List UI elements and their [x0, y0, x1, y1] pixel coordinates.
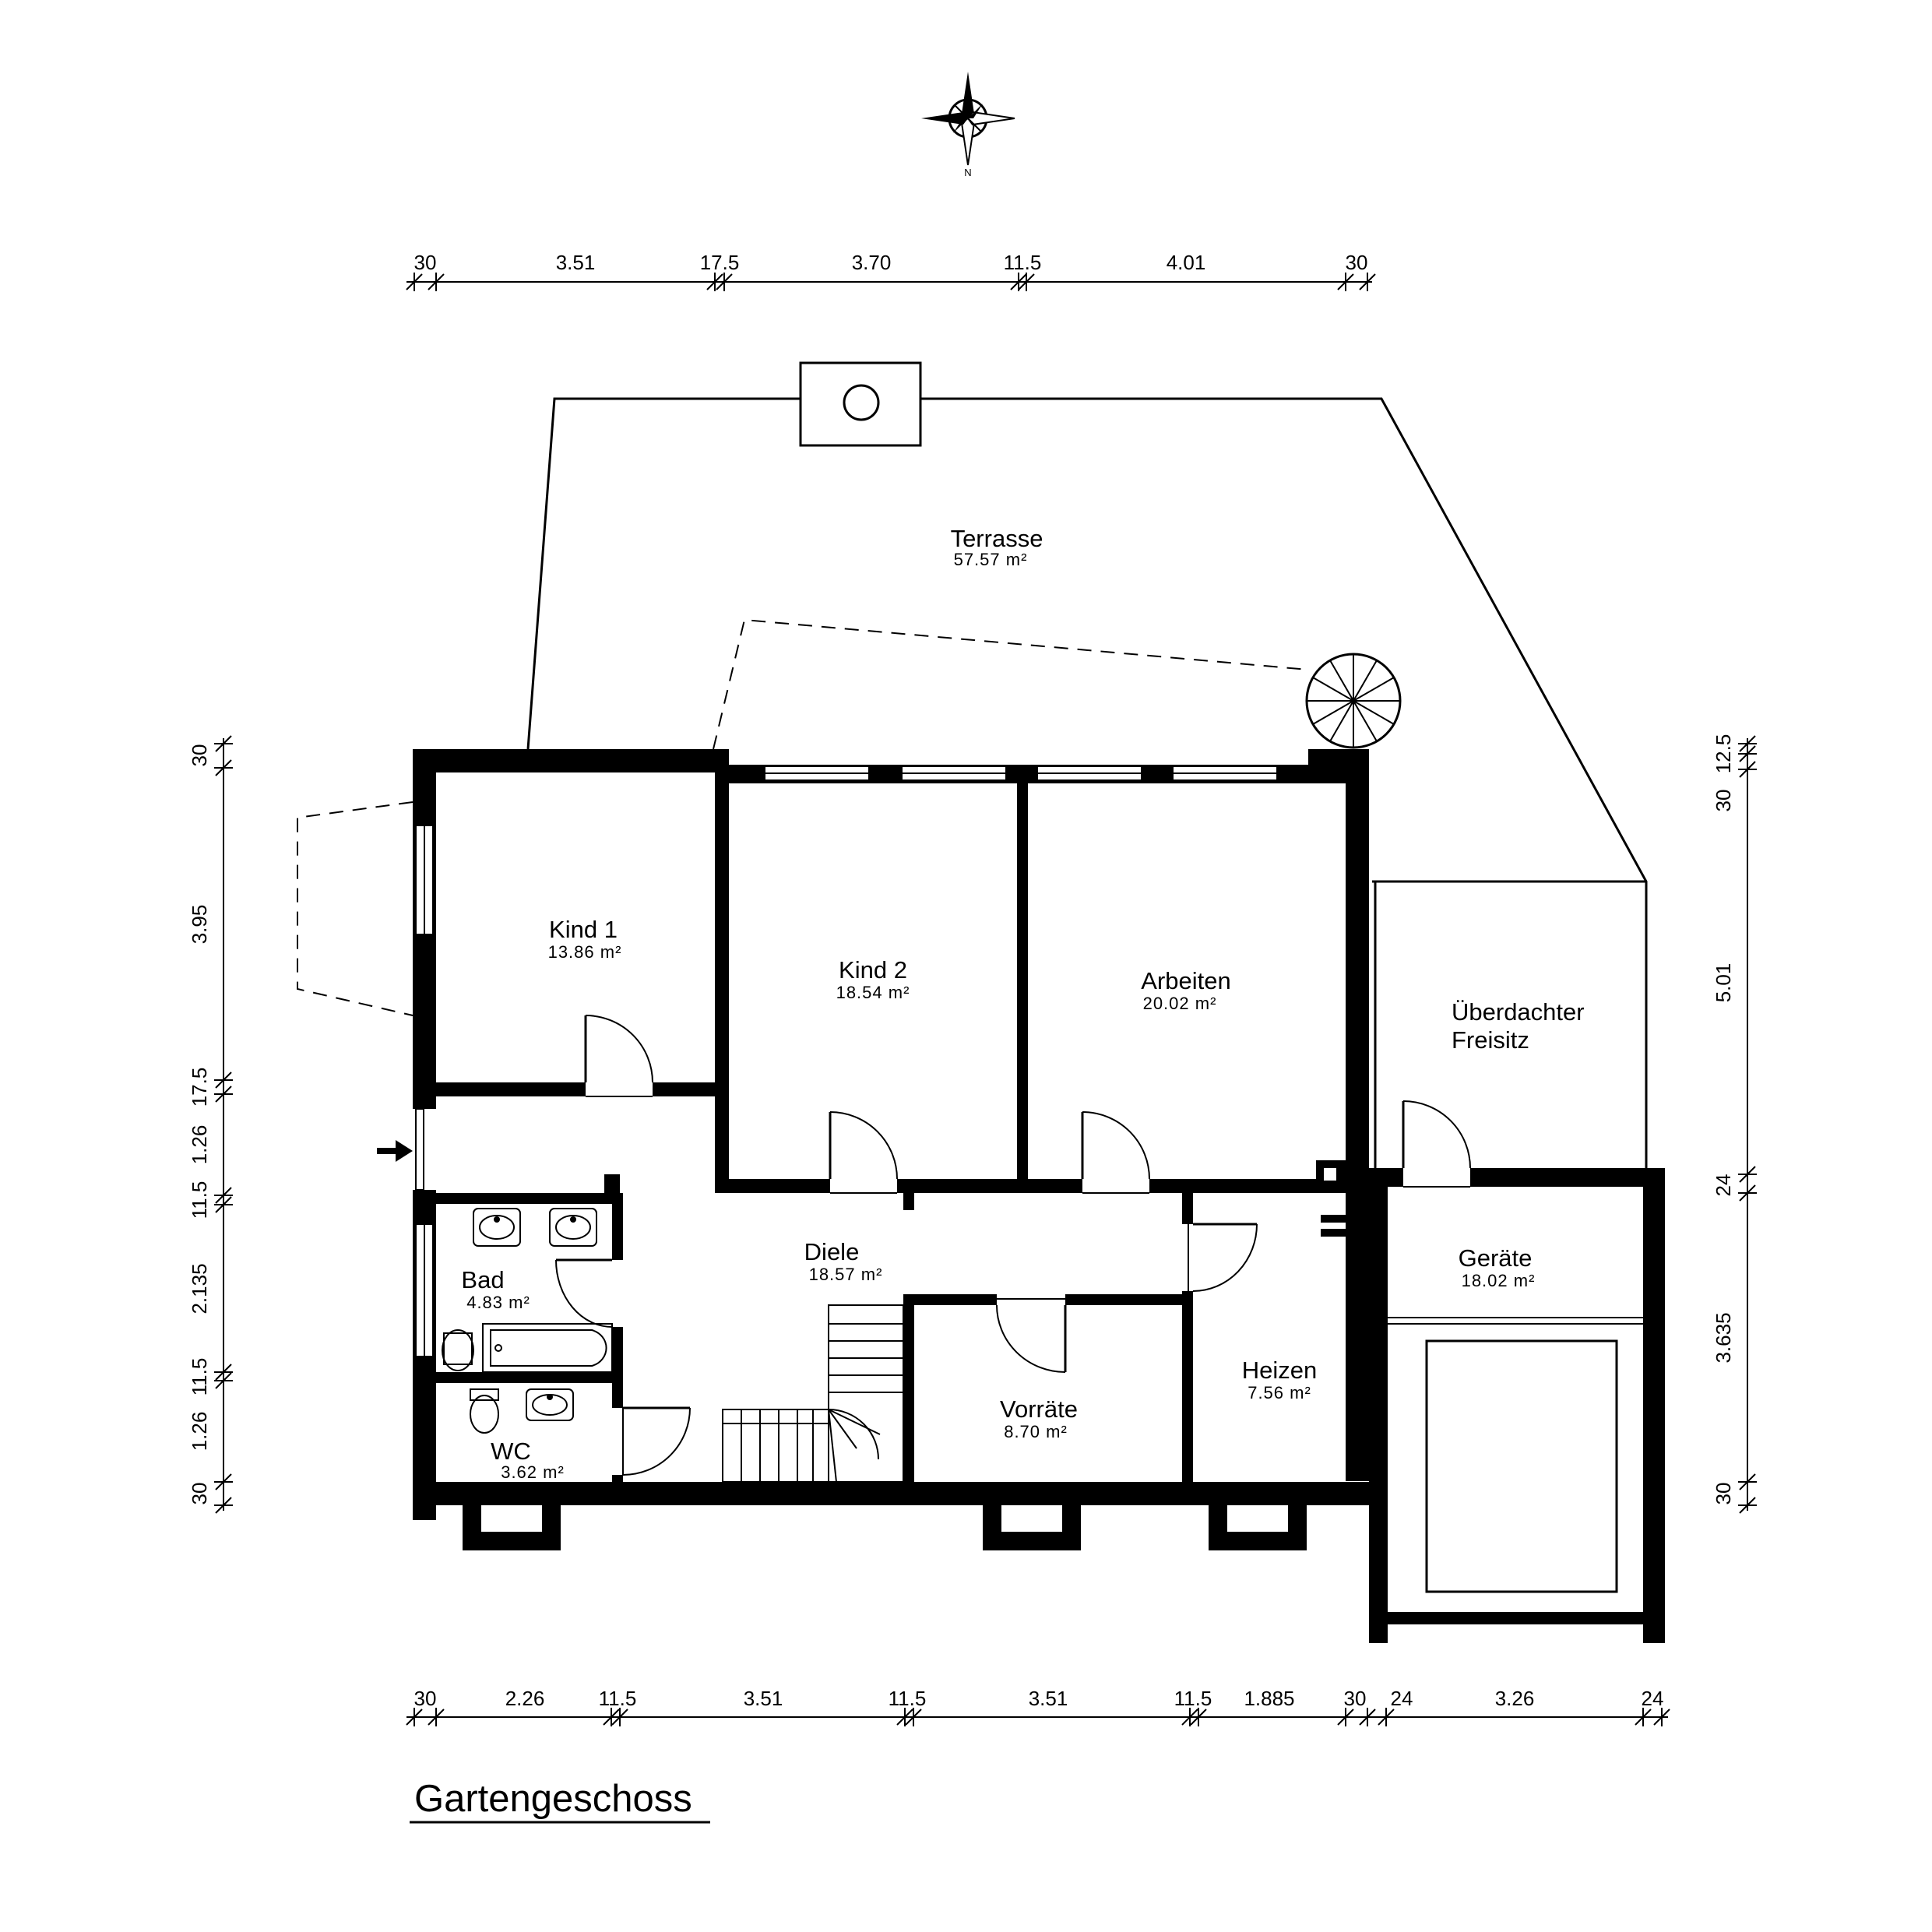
vent-icon [1324, 1168, 1336, 1181]
room-bad-area: 4.83 m² [466, 1293, 530, 1312]
walls [413, 749, 1665, 1643]
dim-right-6: 30 [1712, 1483, 1735, 1505]
dim-bottom-11: 3.26 [1495, 1687, 1535, 1710]
dim-bottom-8: 1.885 [1244, 1687, 1294, 1710]
terrace-outline [297, 361, 1648, 1168]
dim-left-3: 17.5 [188, 1068, 211, 1107]
dim-right-5: 3.635 [1712, 1312, 1735, 1363]
room-wc-name: WC [491, 1438, 531, 1465]
room-geraete-area: 18.02 m² [1462, 1271, 1536, 1290]
dim-bottom-1: 30 [414, 1687, 437, 1710]
dim-left-9: 30 [188, 1483, 211, 1505]
room-terrasse-name: Terrasse [951, 525, 1043, 552]
room-heizen-area: 7.56 m² [1248, 1383, 1311, 1402]
room-kind2-area: 18.54 m² [836, 983, 910, 1002]
dim-bottom-2: 2.26 [505, 1687, 545, 1710]
dim-left-1: 30 [188, 744, 211, 767]
room-freisitz-name-line1: Überdachter [1452, 998, 1585, 1026]
chimney-icon [843, 384, 880, 421]
dim-bottom-3: 11.5 [599, 1687, 637, 1710]
dim-right-3: 5.01 [1712, 963, 1735, 1003]
room-bad-name: Bad [461, 1266, 504, 1293]
dim-bottom-4: 3.51 [744, 1687, 783, 1710]
room-terrasse-area: 57.57 m² [954, 550, 1028, 569]
dimension-line-right [1738, 735, 1757, 1514]
dim-bottom-6: 3.51 [1029, 1687, 1068, 1710]
dim-right-1: 30 [1712, 790, 1735, 812]
dim-left-7: 11.5 [188, 1358, 211, 1396]
dim-left-8: 1.26 [188, 1412, 211, 1452]
planter-box [799, 361, 922, 447]
dim-bottom-5: 11.5 [889, 1687, 927, 1710]
dim-left-5: 11.5 [188, 1181, 211, 1219]
room-vorraete-area: 8.70 m² [1004, 1422, 1068, 1441]
room-arbeiten-name: Arbeiten [1141, 967, 1230, 994]
geraete-fixtures [1388, 1317, 1643, 1593]
entrance-arrow-icon [377, 1140, 413, 1162]
room-kind1-name: Kind 1 [549, 916, 618, 943]
room-kind1-area: 13.86 m² [548, 942, 622, 962]
compass-icon [921, 72, 1015, 166]
dim-left-2: 3.95 [188, 905, 211, 945]
room-arbeiten-area: 20.02 m² [1143, 994, 1217, 1013]
room-wc-area: 3.62 m² [501, 1462, 565, 1482]
dim-left-6: 2.135 [188, 1263, 211, 1314]
dim-top-4: 3.70 [852, 251, 892, 274]
dim-top-5: 11.5 [1004, 251, 1042, 274]
dim-left-4: 1.26 [188, 1125, 211, 1165]
dim-bottom-10: 24 [1391, 1687, 1413, 1710]
dimension-line-bottom [406, 1708, 1670, 1726]
bathroom-fixtures [442, 1208, 613, 1434]
dim-top-3: 17.5 [700, 251, 740, 274]
room-freisitz-name-line2: Freisitz [1452, 1026, 1529, 1054]
dim-bottom-7: 11.5 [1174, 1687, 1212, 1710]
spiral-stair-icon [1305, 653, 1402, 749]
room-vorraete-name: Vorräte [1000, 1395, 1078, 1423]
dim-bottom-12: 24 [1642, 1687, 1664, 1710]
dim-top-6: 4.01 [1167, 251, 1206, 274]
room-diele-name: Diele [804, 1238, 860, 1265]
windows [415, 765, 1278, 1357]
dim-bottom-9: 30 [1344, 1687, 1367, 1710]
compass-north-label: N [964, 167, 971, 178]
staircase-icon [722, 1304, 904, 1483]
doors [555, 1015, 1471, 1476]
dim-top-2: 3.51 [556, 251, 596, 274]
room-heizen-name: Heizen [1242, 1357, 1318, 1384]
room-geraete-name: Geräte [1459, 1244, 1533, 1272]
dim-right-2: 12.5 [1712, 734, 1735, 774]
dim-right-4: 24 [1712, 1174, 1735, 1197]
dimension-line-top [406, 273, 1376, 291]
dim-top-7: 30 [1346, 251, 1368, 274]
room-diele-area: 18.57 m² [809, 1265, 883, 1284]
dimension-line-left [214, 735, 233, 1514]
dim-top-1: 30 [414, 251, 437, 274]
plan-title: Gartengeschoss [414, 1778, 692, 1820]
room-kind2-name: Kind 2 [839, 956, 907, 984]
